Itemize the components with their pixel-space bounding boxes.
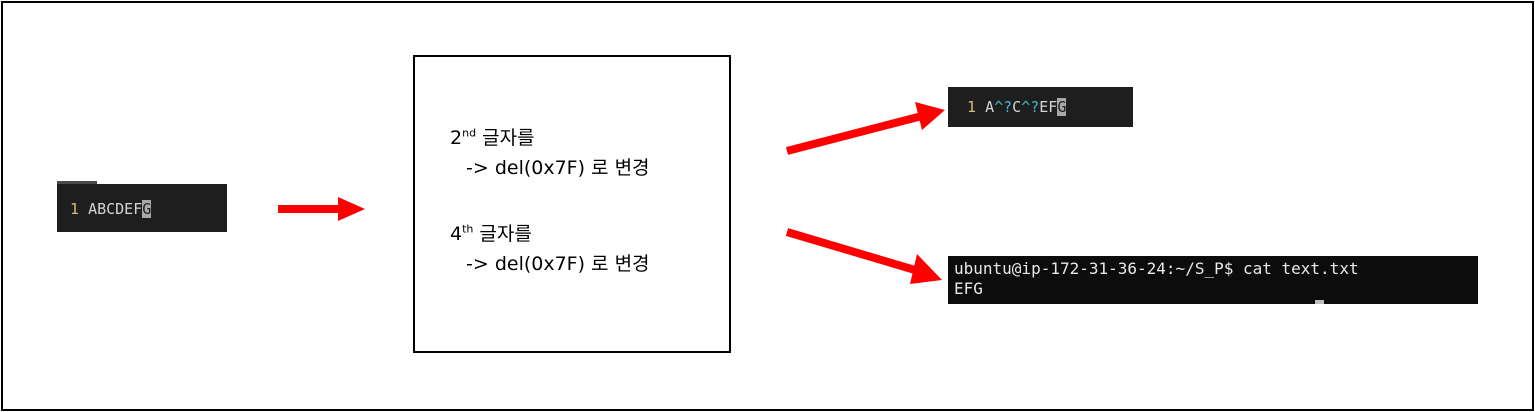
line-number: 1 — [967, 98, 977, 116]
result-editor: 1 A^?C^?EFG — [948, 87, 1133, 127]
original-editor: 1 ABCDEFG — [57, 184, 227, 232]
terminal-output: ubuntu@ip-172-31-36-24:~/S_P$ cat text.t… — [948, 256, 1478, 304]
instruction-step-2: 4th 글자를 -> del(0x7F) 로 변경 — [450, 219, 650, 279]
step-text: 글자를 — [473, 223, 532, 245]
step-action: -> del(0x7F) 로 변경 — [466, 253, 650, 275]
control-char-del-1: ^? — [994, 98, 1013, 116]
arrow-to-editor — [785, 102, 945, 155]
original-text: ABCDEF — [88, 200, 143, 218]
arrow-to-terminal — [785, 228, 942, 284]
cursor-char: G — [142, 200, 152, 218]
cursor-char: G — [1057, 98, 1067, 116]
step-ordinal-suffix: th — [462, 222, 474, 236]
terminal-cursor — [1315, 300, 1324, 304]
step-text: 글자를 — [476, 127, 535, 149]
arrow-to-box — [278, 197, 365, 221]
instruction-step-1: 2nd 글자를 -> del(0x7F) 로 변경 — [450, 123, 650, 183]
terminal-command-line: ubuntu@ip-172-31-36-24:~/S_P$ cat text.t… — [954, 259, 1359, 278]
step-ordinal: 2 — [450, 127, 463, 149]
step-action: -> del(0x7F) 로 변경 — [466, 157, 650, 179]
step-ordinal: 4 — [450, 223, 463, 245]
control-char-del-2: ^? — [1021, 98, 1040, 116]
result-char-c: C — [1012, 98, 1022, 116]
result-char-a: A — [985, 98, 995, 116]
instruction-box: 2nd 글자를 -> del(0x7F) 로 변경 4th 글자를 -> del… — [413, 55, 731, 353]
result-chars-ef: EF — [1039, 98, 1058, 116]
terminal-output-line: EFG — [954, 279, 983, 298]
step-ordinal-suffix: nd — [462, 126, 477, 140]
line-number: 1 — [70, 200, 80, 218]
